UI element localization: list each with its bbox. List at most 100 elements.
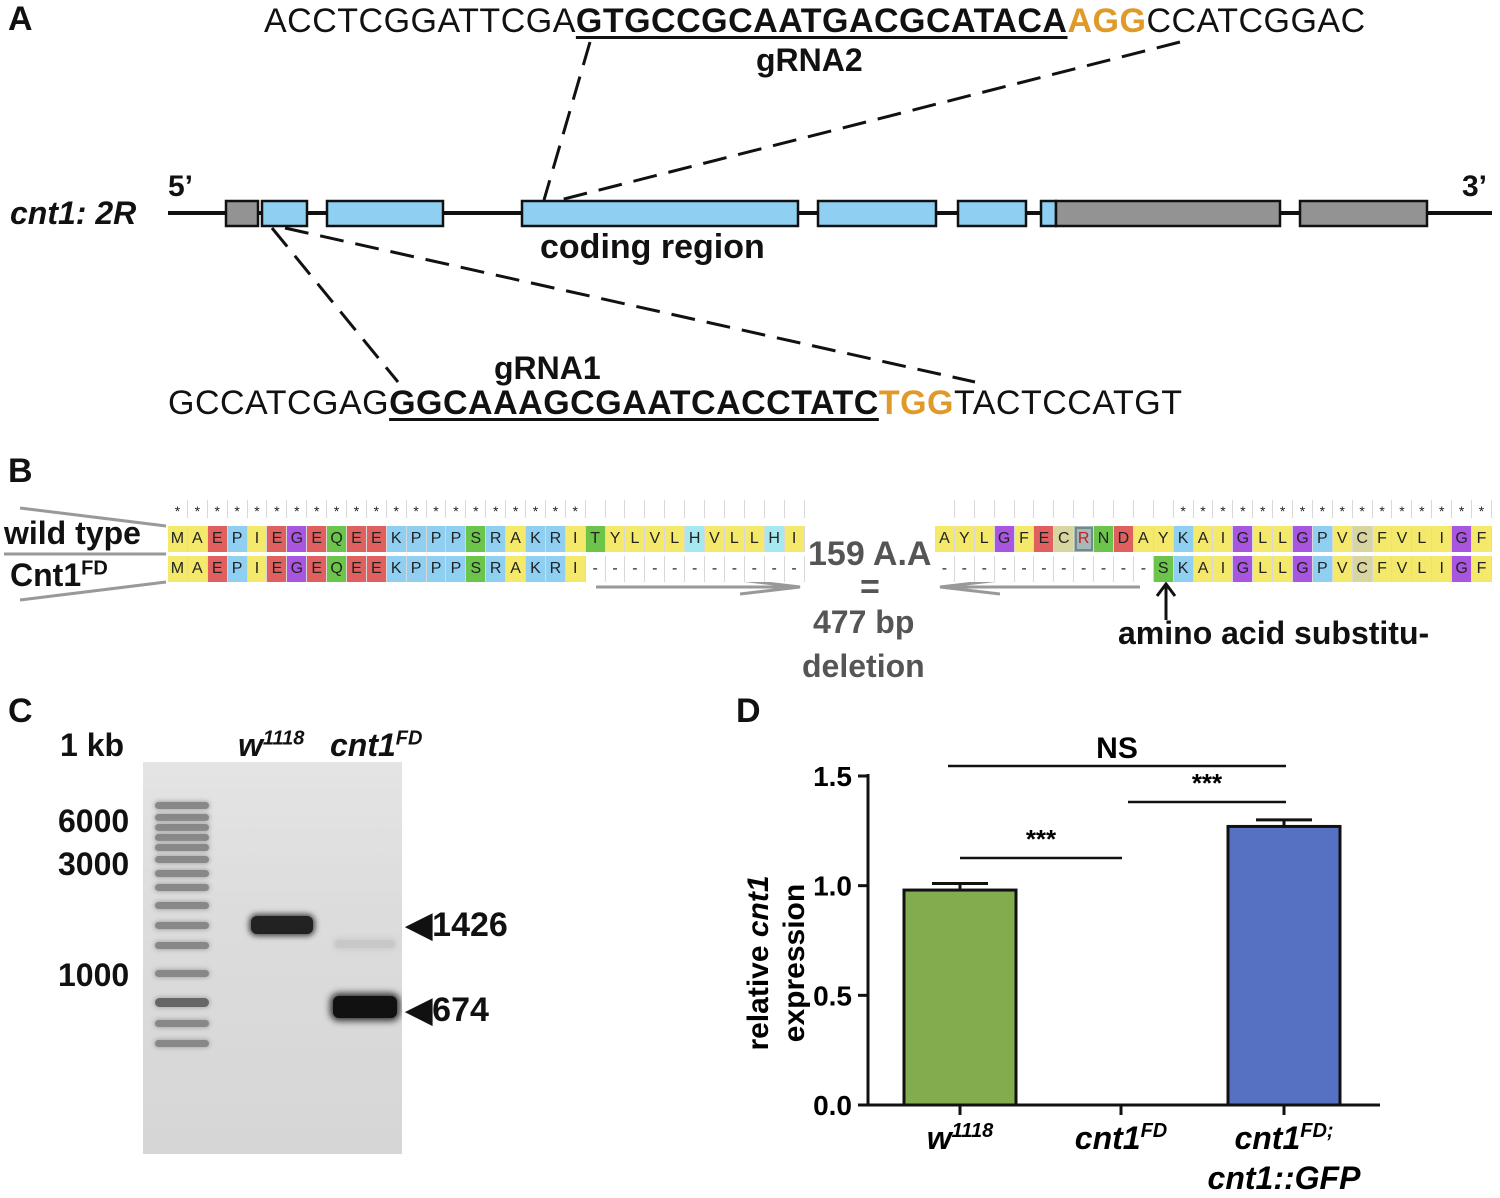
wt-residue: F [1372, 526, 1393, 552]
mutant-residue: E [267, 556, 288, 582]
mutant-gap: - [1034, 556, 1055, 582]
conservation-mark: * [327, 500, 348, 519]
coding-exon-4 [816, 199, 938, 228]
band1-marker: ◀1426 [406, 905, 508, 945]
mutant-residue: P [406, 556, 427, 582]
conservation-mark [625, 500, 646, 518]
mutant-residue: G [1293, 556, 1313, 582]
mutant-residue: L [1253, 556, 1274, 582]
expression-bar-chart: relative cnt1 expression 0.00.51.01.5w11… [742, 732, 1380, 1196]
grna1-zoom-line-right [284, 226, 976, 384]
mutant-residue: F [1472, 556, 1492, 582]
conservation-mark [1133, 500, 1154, 518]
conservation-mark: * [406, 500, 427, 519]
ladder-band [155, 834, 209, 841]
mutant-row-label-base: Cnt1 [10, 557, 82, 593]
wt-residue: P [1312, 526, 1333, 552]
wt-conservation-right: **************** [935, 500, 1492, 519]
wt-residue: Y [605, 526, 626, 552]
gel-image [143, 762, 402, 1154]
wt-residue: A [506, 526, 527, 552]
deletion-arrowhead-left [939, 578, 1001, 596]
conservation-mark [705, 500, 725, 518]
wt-residue: R [486, 526, 507, 552]
conservation-mark [974, 500, 995, 518]
conservation-mark: * [565, 500, 586, 519]
ladder-band [155, 844, 209, 851]
mutant-gap: - [1133, 556, 1154, 582]
conservation-mark: * [247, 500, 268, 519]
conservation-mark [585, 500, 606, 518]
conservation-mark [1094, 500, 1115, 518]
utr-exon-3 [1298, 199, 1429, 228]
gene-label: cnt1: 2R [10, 195, 137, 231]
grna1-label: gRNA1 [494, 350, 601, 386]
wt-residue: A [1193, 526, 1214, 552]
conservation-mark: * [1352, 500, 1373, 519]
ladder-band [155, 802, 209, 809]
grna2-zoom-line-left [542, 41, 592, 201]
wt-residue: A [1133, 526, 1154, 552]
y-axis-title-line2: expression [778, 884, 811, 1042]
bracket-bottom-line [19, 580, 167, 602]
wt-residue: V [645, 526, 666, 552]
band-674 [333, 996, 397, 1018]
ladder-title: 1 kb [60, 727, 125, 763]
mutant-gap: - [1014, 556, 1035, 582]
mutant-gap: - [954, 556, 975, 582]
conservation-mark [1114, 500, 1134, 518]
wt-residue: L [1253, 526, 1274, 552]
conservation-mark [685, 500, 706, 518]
mutant-residue: G [287, 556, 308, 582]
bracket-top-line [19, 506, 167, 528]
mutant-residue: V [1332, 556, 1353, 582]
mutant-residue: E [347, 556, 367, 582]
conservation-mark: * [1213, 500, 1234, 519]
mutant-residue: I [247, 556, 268, 582]
wt-residue: P [406, 526, 427, 552]
y-tick-label: 0.0 [813, 1090, 852, 1121]
conservation-mark: * [1193, 500, 1214, 519]
mutant-residue: R [545, 556, 566, 582]
wt-residue: Y [954, 526, 975, 552]
lane2-label-base: cnt1 [330, 727, 396, 763]
grna1-flank-left: GCCATCGAG [168, 384, 390, 422]
mutant-gap: - [605, 556, 626, 582]
mutant-residue: E [207, 556, 228, 582]
mutant-residue: G [1452, 556, 1473, 582]
mutant-gap: - [1054, 556, 1075, 582]
grna2-flank-left: ACCTCGGATTCGA [264, 2, 576, 40]
grna2-sequence: ACCTCGGATTCGAGTGCCGCAATGACGCATACAAGGCCAT… [264, 2, 1366, 41]
significance-label: *** [1192, 768, 1223, 798]
y-tick-label: 0.5 [813, 980, 852, 1011]
conservation-mark: * [1312, 500, 1333, 519]
mutant-gap: - [994, 556, 1015, 582]
ladder-band [155, 942, 209, 949]
wt-residue: Q [327, 526, 348, 552]
grna2-pam: AGG [1067, 2, 1147, 40]
conservation-mark: * [486, 500, 507, 519]
conservation-mark: * [187, 500, 208, 519]
ladder-band [155, 970, 209, 977]
wt-residue: E [207, 526, 228, 552]
lane2-label: cnt1FD [330, 727, 422, 764]
wt-residue: E [1034, 526, 1055, 552]
mutant-gap: - [1094, 556, 1115, 582]
wt-residue: I [1213, 526, 1234, 552]
wt-residue: S [466, 526, 487, 552]
lane2-label-sup: FD [395, 727, 423, 750]
alignment-guides [4, 506, 1177, 620]
deletion-word: deletion [802, 648, 925, 684]
wt-residue: P [227, 526, 248, 552]
x-tick-label-base: w [927, 1120, 954, 1156]
conservation-mark [764, 500, 785, 518]
y-tick-label: 1.5 [813, 761, 852, 792]
lane1-label: w1118 [238, 727, 304, 764]
mutant-residue: P [426, 556, 447, 582]
conservation-mark: * [466, 500, 487, 519]
mutant-residue: M [168, 556, 188, 582]
conservation-mark: * [1173, 500, 1194, 519]
conservation-mark [994, 500, 1015, 518]
mutant-gap: - [685, 556, 706, 582]
